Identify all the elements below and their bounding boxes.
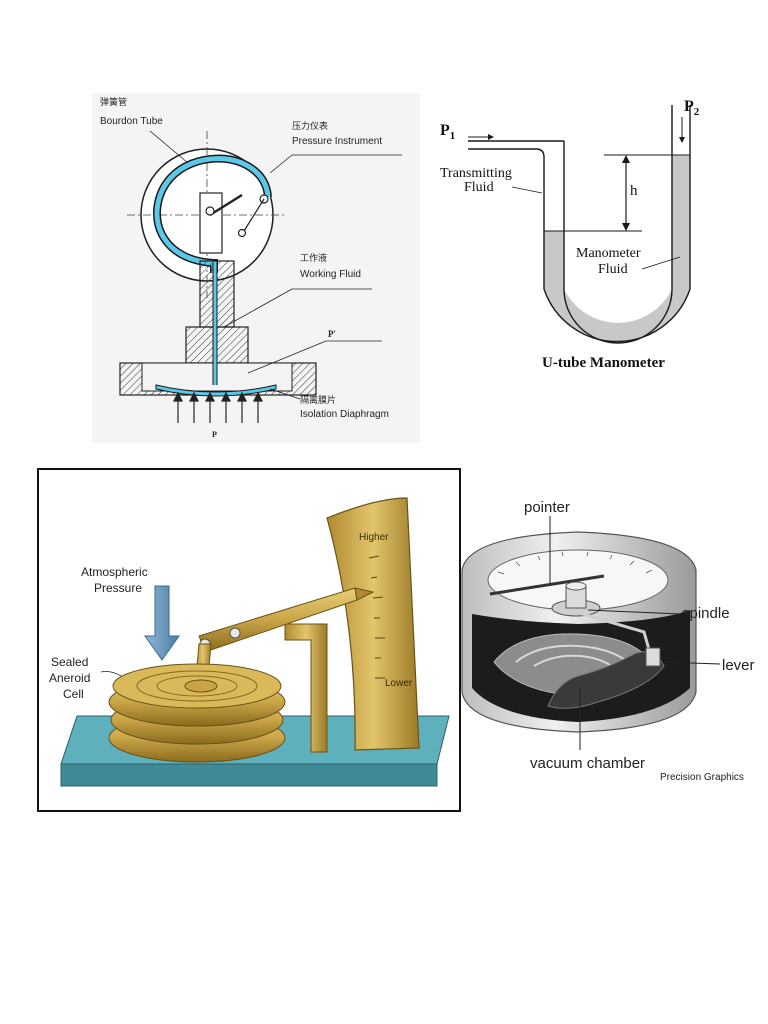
lower-label: Lower [385, 678, 413, 689]
isolation-diaphragm-cn-label: 隔离膜片 [300, 394, 336, 405]
u-tube-outer-wall [543, 105, 691, 343]
transmitting-fluid-label: Fluid [464, 180, 494, 195]
isolation-diaphragm [155, 384, 277, 397]
p2-label: P2 [684, 98, 700, 118]
aneroid-cutaway-diagram: pointer spindle lever vacuum chamber Pre… [461, 499, 755, 783]
atmospheric-label: Atmospheric [81, 565, 148, 579]
aneroid-label: Aneroid [49, 671, 90, 685]
pressure-arrows [173, 391, 263, 423]
gauge-pointer [209, 193, 243, 217]
support-post [284, 623, 328, 753]
p1-label: P1 [440, 122, 455, 142]
cell-label: Cell [63, 687, 84, 701]
transmitting-label: Transmitting [440, 166, 512, 181]
aneroid-barometer-diagram: Atmospheric Pressure Sealed Aneroid Cell… [37, 468, 461, 812]
sealed-label: Sealed [51, 655, 88, 669]
barometer-scale [326, 497, 420, 751]
lever-label: lever [722, 657, 755, 674]
vacuum-chamber-label: vacuum chamber [530, 755, 645, 772]
u-tube-inner-wall [563, 105, 673, 344]
spindle-label: spindle [682, 605, 730, 622]
pointer-label: pointer [524, 499, 570, 516]
manometer-title: U-tube Manometer [542, 355, 665, 371]
pressure-instrument-cn-label: 压力仪表 [292, 120, 328, 131]
bourdon-tube [154, 156, 271, 273]
bourdon-gauge-diagram: 弹簧管 Bourdon Tube 压力仪表 Pressure Instrumen… [92, 93, 420, 443]
cutaway-pointer [489, 574, 605, 596]
pressure-label: Pressure [94, 581, 142, 595]
manometer-fluid-label: Fluid [598, 262, 628, 277]
aneroid-cell [108, 663, 286, 763]
manometer-fluid [544, 155, 690, 342]
h-label: h [630, 183, 638, 199]
working-fluid-label: Working Fluid [300, 269, 361, 280]
manometer-label: Manometer [576, 246, 641, 261]
higher-label: Higher [359, 532, 389, 543]
scale-ticks [368, 555, 385, 679]
pressure-instrument-label: Pressure Instrument [292, 136, 382, 147]
p-label: P [212, 430, 217, 439]
p-prime-label: P′ [328, 329, 336, 339]
bourdon-tube-label: Bourdon Tube [100, 116, 163, 127]
credit-label: Precision Graphics [660, 772, 744, 783]
bourdon-tube-cn-label: 弹簧管 [100, 96, 127, 107]
atmospheric-pressure-arrow [144, 585, 180, 661]
isolation-diaphragm-label: Isolation Diaphragm [300, 409, 389, 420]
working-fluid-cn-label: 工作液 [300, 252, 327, 263]
u-tube-manometer-diagram: P1 P2 h Transmitting Fluid Manometer Flu… [440, 98, 700, 371]
